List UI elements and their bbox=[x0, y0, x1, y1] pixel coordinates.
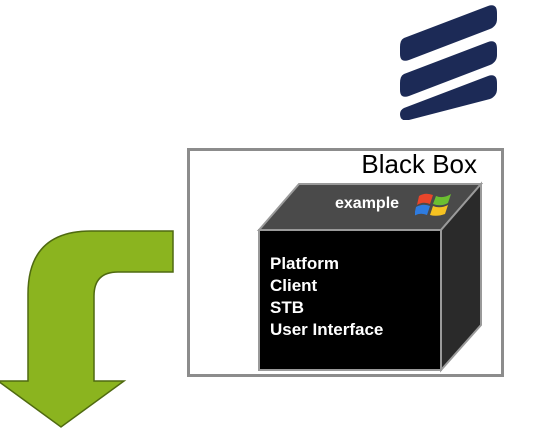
box-line-user-interface: User Interface bbox=[270, 320, 384, 339]
box-line-platform: Platform bbox=[270, 254, 339, 273]
box-line-client: Client bbox=[270, 276, 318, 295]
black-box-title: Black Box bbox=[361, 149, 477, 179]
ericsson-logo-icon bbox=[400, 5, 497, 120]
box-top-label: example bbox=[335, 195, 400, 212]
box-feature-list: Platform Client STB User Interface bbox=[270, 253, 383, 341]
windows-flag-icon bbox=[415, 193, 451, 216]
box-line-stb: STB bbox=[270, 298, 304, 317]
